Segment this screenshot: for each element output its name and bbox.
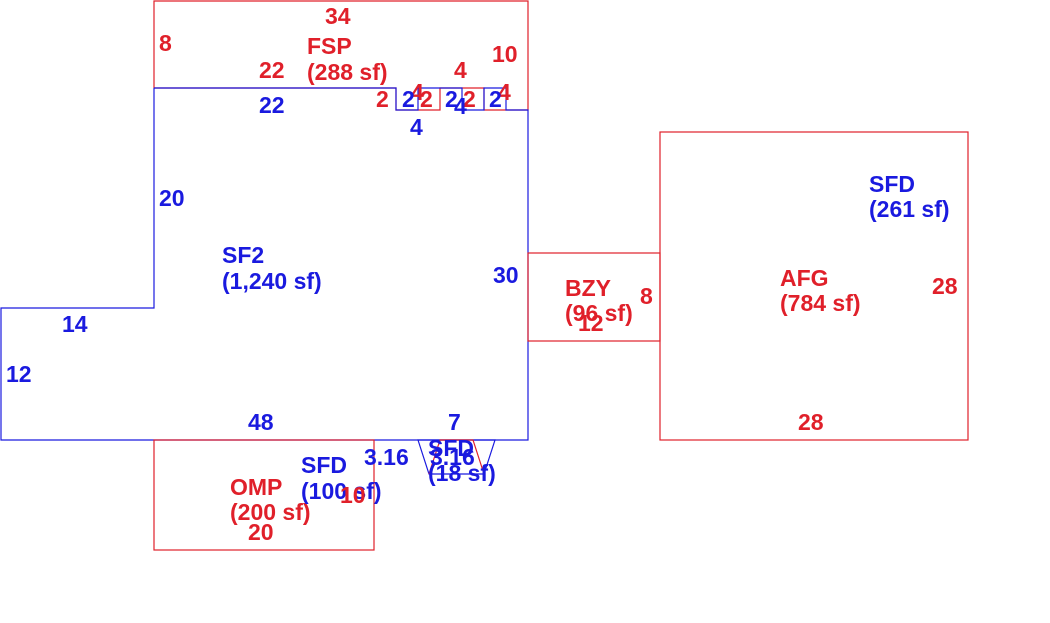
dim-sf2-bottom: 48	[248, 409, 274, 435]
omp-outline	[153, 439, 375, 551]
dim-fsp-notch-f: 4	[498, 79, 511, 105]
sf2-area: (1,240 sf)	[222, 268, 322, 294]
afg-outline	[659, 131, 969, 441]
dim-fsp-top: 34	[325, 3, 351, 29]
dim-fsp-notch-d: 2	[420, 86, 433, 112]
dim-fsp-left: 8	[159, 30, 172, 56]
omp-area: (200 sf)	[230, 499, 311, 525]
sfd-lower-code: SFD	[301, 452, 347, 478]
dim-afg-bottom: 28	[798, 409, 824, 435]
bzy-code: BZY	[565, 275, 611, 301]
dim-sf2-top: 22	[259, 92, 285, 118]
dim-sf2-notch-e: 2	[489, 86, 502, 112]
sfd-garage-area: (261 sf)	[869, 196, 950, 222]
sf2-outline	[0, 87, 529, 441]
sfd-garage-code: SFD	[869, 171, 915, 197]
sf2-code: SF2	[222, 242, 264, 268]
sfd-lower-area: (100 sf)	[301, 478, 382, 504]
dim-sf2-right: 30	[493, 262, 519, 288]
sfd-small-code: SFD	[428, 435, 474, 461]
dim-fsp-notch-b: 4	[454, 57, 467, 83]
dim-fsp-notch-c: 4	[411, 79, 424, 105]
dim-bzy-bottom: 12	[578, 310, 604, 336]
dim-afg-right: 28	[932, 273, 958, 299]
omp-code: OMP	[230, 474, 282, 500]
dim-sf2-step: 14	[62, 311, 88, 337]
dim-sf2-left-upper: 20	[159, 185, 185, 211]
dim-fsp-notch-e: 2	[463, 86, 476, 112]
dim-sf2-left-lower: 12	[6, 361, 32, 387]
dim-fsp-bottom: 22	[259, 57, 285, 83]
dim-sfd-left: 3.16	[364, 444, 409, 470]
dim-sfd-right: 3.16	[430, 444, 475, 470]
fsp-code: FSP	[307, 33, 352, 59]
dim-sf2-notch-a: 2	[402, 86, 415, 112]
bzy-area: (96 sf)	[565, 300, 633, 326]
dim-bzy-right: 8	[640, 283, 653, 309]
afg-code: AFG	[780, 265, 829, 291]
dim-omp-right: 10	[340, 482, 366, 508]
dim-sf2-notch-b: 2	[445, 86, 458, 112]
sfd-small-area: (18 sf)	[428, 460, 496, 486]
dim-sf2-notch-c: 4	[454, 93, 467, 119]
afg-area: (784 sf)	[780, 290, 861, 316]
fsp-area: (288 sf)	[307, 59, 388, 85]
dim-omp-bottom: 20	[248, 519, 274, 545]
dim-sf2-notch-d: 4	[410, 114, 423, 140]
dim-fsp-notch-a: 2	[376, 86, 389, 112]
sfd-small-inner-line	[428, 439, 485, 475]
dim-sf2-bottom-right: 7	[448, 409, 461, 435]
dim-fsp-right: 10	[492, 41, 518, 67]
